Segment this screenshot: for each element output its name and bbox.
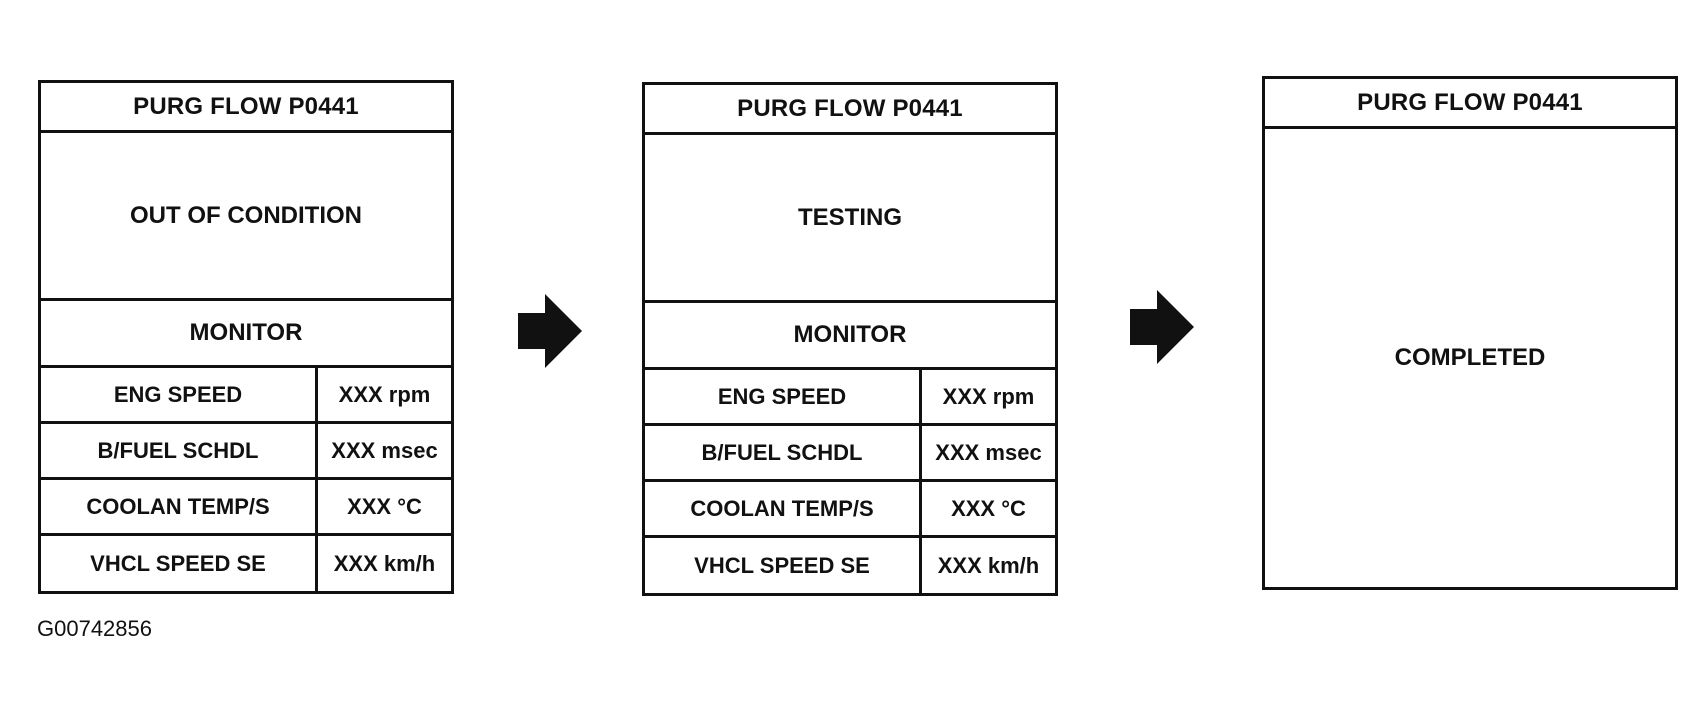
monitor-row-label: ENG SPEED — [41, 368, 318, 421]
monitor-row-value: XXX °C — [347, 493, 422, 519]
monitor-row-label: COOLAN TEMP/S — [41, 480, 318, 533]
screen-out-of-condition: PURG FLOW P0441 OUT OF CONDITION MONITOR… — [38, 80, 454, 594]
monitor-row-fuel-schdl: B/FUEL SCHDL XXX msec — [41, 424, 451, 480]
monitor-row-vehicle-speed: VHCL SPEED SE XXX km/h — [41, 536, 451, 592]
monitor-row-value: XXX rpm — [338, 381, 431, 407]
monitor-row-label: COOLAN TEMP/S — [645, 482, 922, 535]
arrow-right-icon — [518, 294, 582, 368]
arrow-right-icon — [1130, 290, 1194, 364]
monitor-row-value: XXX km/h — [937, 553, 1040, 578]
monitor-row-label: VHCL SPEED SE — [645, 538, 922, 594]
monitor-row-fuel-schdl: B/FUEL SCHDL XXX msec — [645, 426, 1055, 482]
monitor-row-vehicle-speed: VHCL SPEED SE XXX km/h — [645, 538, 1055, 594]
status-text: TESTING — [797, 203, 902, 231]
monitor-table: ENG SPEED XXX rpm B/FUEL SCHDL XXX msec … — [645, 367, 1055, 594]
screen-title: PURG FLOW P0441 — [1265, 79, 1675, 129]
status-text: COMPLETED — [1394, 344, 1546, 371]
screen-completed: PURG FLOW P0441 COMPLETED — [1262, 76, 1678, 590]
monitor-row-value: XXX rpm — [942, 383, 1035, 409]
screen-testing: PURG FLOW P0441 TESTING MONITOR ENG SPEE… — [642, 82, 1058, 596]
monitor-row-value: XXX km/h — [333, 551, 436, 576]
monitor-row-label: B/FUEL SCHDL — [645, 426, 922, 479]
monitor-table: ENG SPEED XXX rpm B/FUEL SCHDL XXX msec … — [41, 365, 451, 592]
screen-title: PURG FLOW P0441 — [645, 85, 1055, 135]
status-text: OUT OF CONDITION — [130, 201, 362, 229]
monitor-row-label: ENG SPEED — [645, 370, 922, 423]
monitor-row-label: VHCL SPEED SE — [41, 536, 318, 592]
monitor-row-coolant-temp: COOLAN TEMP/S XXX °C — [41, 480, 451, 536]
monitor-row-label: B/FUEL SCHDL — [41, 424, 318, 477]
monitor-row-eng-speed: ENG SPEED XXX rpm — [645, 370, 1055, 426]
monitor-label: MONITOR — [41, 298, 451, 365]
screen-title: PURG FLOW P0441 — [41, 83, 451, 133]
monitor-row-value: XXX °C — [951, 495, 1026, 521]
monitor-row-value: XXX msec — [331, 437, 438, 463]
monitor-row-coolant-temp: COOLAN TEMP/S XXX °C — [645, 482, 1055, 538]
monitor-label: MONITOR — [645, 300, 1055, 367]
monitor-row-value: XXX msec — [935, 439, 1042, 465]
monitor-row-eng-speed: ENG SPEED XXX rpm — [41, 368, 451, 424]
figure-id: G00742856 — [37, 616, 152, 641]
